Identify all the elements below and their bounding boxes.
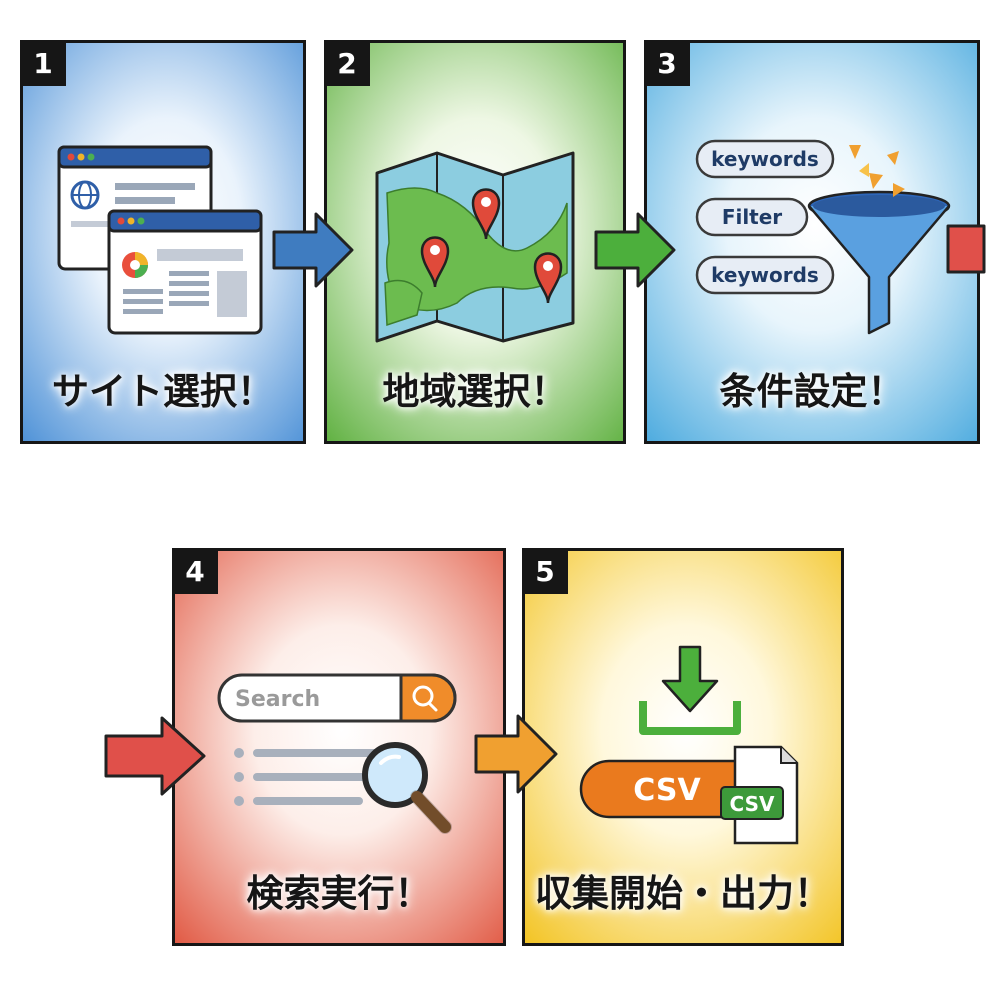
step-3-background (647, 43, 977, 441)
step-2-number: 2 (327, 43, 370, 86)
step-3-number: 3 (647, 43, 690, 86)
step-5-caption: 収集開始・出力！ (535, 872, 831, 915)
search-illustration: Search (217, 673, 457, 834)
csv-file-label: CSV (730, 792, 775, 816)
filter-tag-2: Filter (722, 205, 782, 229)
arrow-3-continue (946, 224, 986, 274)
step-2-panel: 2 地域選択！ (324, 40, 626, 444)
step-5-background (525, 551, 841, 943)
map-icon (375, 151, 575, 343)
step-5-number: 5 (525, 551, 568, 594)
browser-windows-icon (57, 145, 263, 335)
filter-tag-3: keywords (711, 263, 819, 287)
search-placeholder: Search (235, 687, 320, 712)
step-1-number: 1 (23, 43, 66, 86)
step-3-caption: 条件設定！ (719, 370, 905, 413)
arrow-into-4 (104, 716, 206, 796)
arrow-1-to-2 (272, 212, 354, 288)
filter-tag-1: keywords (711, 147, 819, 171)
arrow-2-to-3 (594, 212, 676, 288)
step-4-number: 4 (175, 551, 218, 594)
step-1-panel: 1 サイト選択！ (20, 40, 306, 444)
csv-download-illustration: CSV CSV (579, 645, 799, 845)
step-2-caption: 地域選択！ (382, 370, 568, 413)
step-5-panel: 5 CSV CSV 収集開始・出力！ (522, 548, 844, 946)
step-4-panel: 4 Search 検索実行！ (172, 548, 506, 946)
arrow-4-to-5 (474, 714, 558, 794)
step-4-background (175, 551, 503, 943)
step-1-caption: サイト選択！ (52, 370, 274, 413)
filter-funnel-icon: keywords Filter keywords (695, 139, 951, 335)
step-4-caption: 検索実行！ (246, 872, 432, 915)
csv-bar-label: CSV (633, 773, 701, 808)
step-3-panel: 3 keywords Filter keywords 条件設定！ (644, 40, 980, 444)
